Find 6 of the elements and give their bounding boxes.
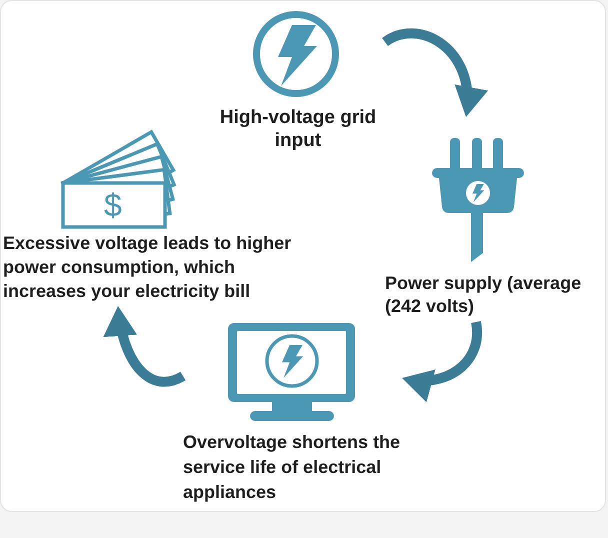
currency-sign: $ — [104, 189, 122, 221]
curved-arrow — [382, 28, 486, 118]
step-caption: High-voltage grid input — [218, 106, 378, 152]
step-caption: Power supply (average (242 volts) — [385, 272, 582, 318]
step-caption: Overvoltage shortens the service life of electrical appliances — [183, 431, 402, 504]
step-caption: Excessive voltage leads to higher power consumption, which increases your electricity bill — [3, 232, 292, 303]
